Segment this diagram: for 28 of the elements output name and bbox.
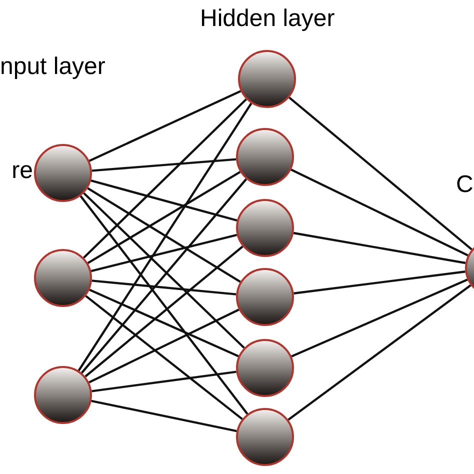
connection-line <box>90 234 238 272</box>
connection-line <box>83 192 245 349</box>
node-caption: re <box>12 159 33 183</box>
connection-line <box>80 195 248 415</box>
connection-line <box>293 232 466 264</box>
connection-line <box>290 168 468 256</box>
connection-line <box>92 370 236 392</box>
connection-line <box>89 288 239 358</box>
connection-line <box>91 400 237 432</box>
connection-line <box>84 246 244 378</box>
connection-line <box>88 308 240 384</box>
connection-line <box>92 280 236 296</box>
connection-line <box>288 284 472 421</box>
connection-line <box>291 278 468 358</box>
connection-line <box>85 295 243 420</box>
connection-line <box>90 180 238 222</box>
connection-line <box>78 102 252 372</box>
connection-line <box>88 90 242 162</box>
layer-label: Hidden layer <box>200 4 335 34</box>
connection-line <box>288 96 472 250</box>
connection-line <box>80 178 248 374</box>
connection-line <box>87 187 241 283</box>
connection-line <box>87 170 241 264</box>
connection-line <box>294 270 466 294</box>
layer-label: nput layer <box>0 52 106 82</box>
connection-line <box>92 158 236 172</box>
connection-line <box>83 98 247 259</box>
layer-label: C <box>456 170 474 200</box>
